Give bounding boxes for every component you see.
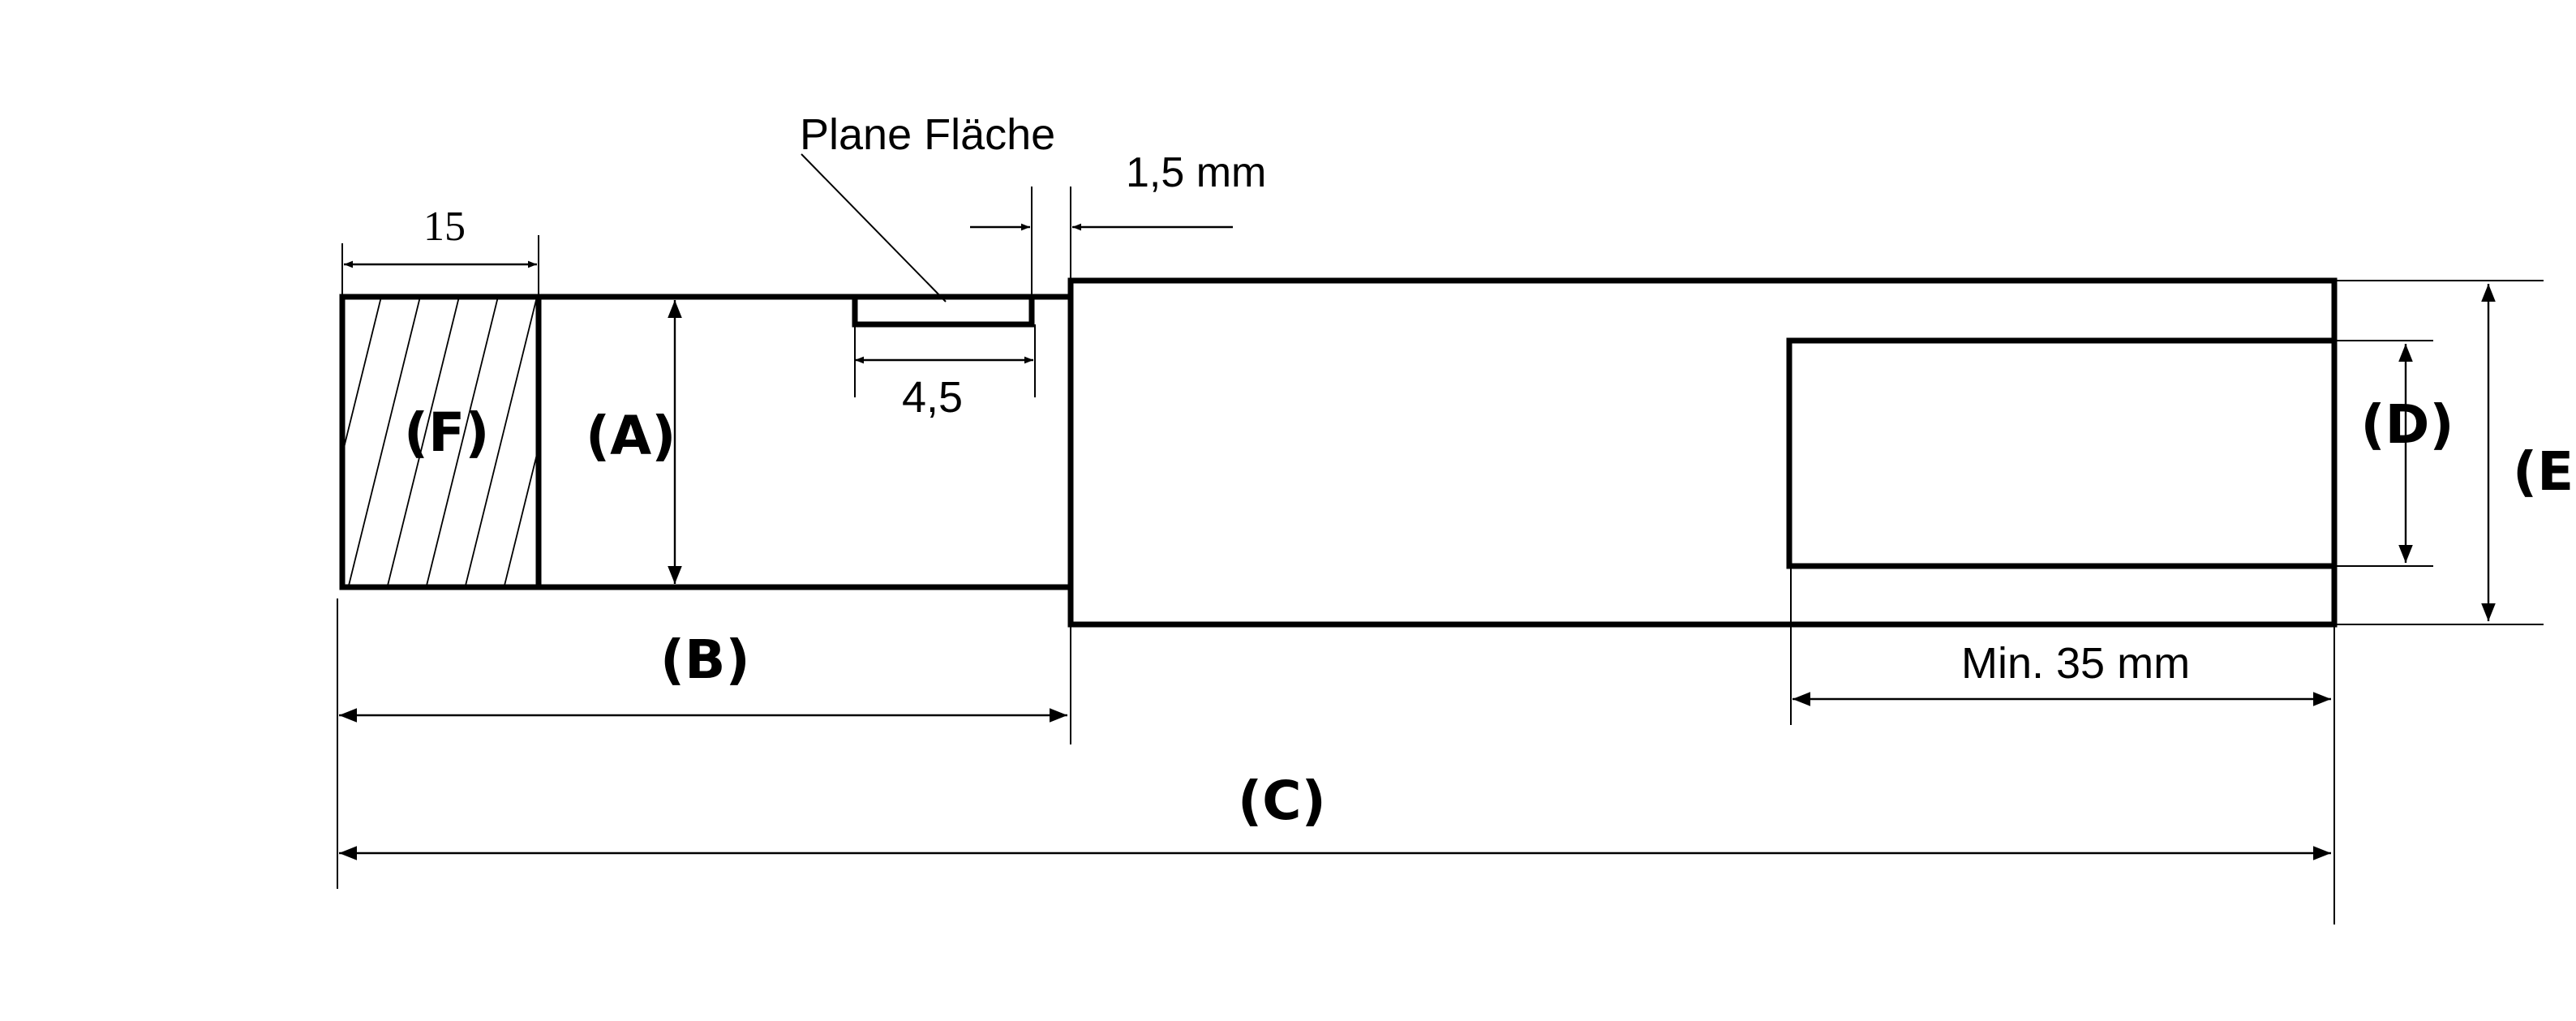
inner-bore-outline [1786,337,2338,569]
annotation-slot-length: 4,5 [902,373,963,422]
large-body-outline [1067,277,2338,628]
annotation-bore-depth: Min. 35 mm [1961,639,2190,688]
label-B: (B) [660,628,750,691]
label-E: (E) [2513,440,2576,503]
label-C: (C) [1238,770,1326,832]
hatched-section [342,298,539,586]
annotation-flat-surface: Plane Fläche [800,110,1055,159]
label-A: (A) [586,405,676,467]
label-D: (D) [2360,393,2454,456]
flat-surface-slot [852,294,1035,328]
extension-lines [337,187,2544,924]
annotation-hatched-length: 15 [423,204,466,250]
label-F: (F) [404,401,489,464]
annotation-gap: 1,5 mm [1126,149,1266,196]
flat-surface-leader [801,153,947,302]
